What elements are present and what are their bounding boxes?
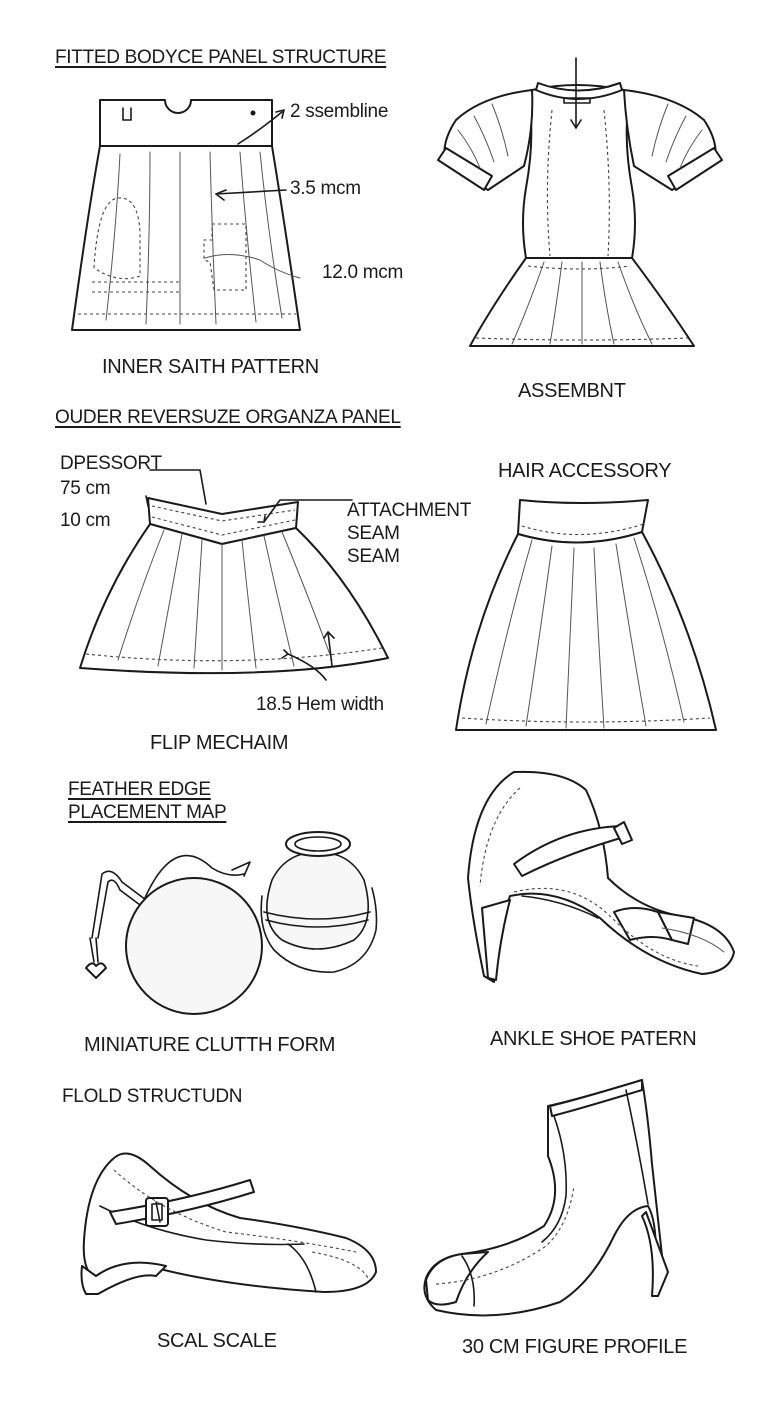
puff-sleeve-dress-drawing: [432, 58, 732, 358]
label-seam-1: SEAM: [347, 523, 400, 544]
hair-accessory-skirt-drawing: [452, 494, 724, 752]
caption-flip-mechaim: FLIP MECHAIM: [150, 732, 289, 754]
label-hem-width: 18.5 Hem width: [256, 694, 384, 715]
inner-skirt-pattern-drawing: [60, 92, 380, 342]
caption-scal-scale: SCAL SCALE: [157, 1330, 277, 1352]
label-attachment: ATTACHMENT: [347, 500, 472, 521]
heading-flold-structure: FLOLD STRUCTUDN: [62, 1086, 243, 1107]
heading-fitted-bodyce: FITTED BODYCE PANEL STRUCTURE: [55, 47, 387, 68]
label-measure-12-0: 12.0 mcm: [322, 262, 404, 283]
heading-placement-map: PLACEMENT MAP: [68, 802, 227, 823]
flat-mary-jane-shoe-drawing: [76, 1140, 388, 1320]
heading-outer-panel: OUDER REVERSUZE ORGANZA PANEL: [55, 407, 401, 428]
caption-assembnt: ASSEMBNT: [518, 380, 626, 402]
label-seam-2: SEAM: [347, 546, 400, 567]
label-75-cm: 75 cm: [60, 478, 111, 499]
heading-feather-edge: FEATHER EDGE: [68, 779, 211, 800]
ankle-boot-heel-drawing: [416, 1076, 688, 1326]
caption-figure-profile: 30 CM FIGURE PROFILE: [462, 1336, 688, 1358]
caption-miniature-clutch: MINIATURE CLUTTH FORM: [84, 1034, 336, 1056]
flip-mechanism-skirt-drawing: [70, 470, 400, 705]
label-measure-3-5: 3.5 mcm: [290, 178, 361, 199]
caption-ankle-shoe: ANKLE SHOE PATERN: [490, 1028, 697, 1050]
caption-inner-saith-pattern: INNER SAITH PATTERN: [102, 356, 319, 378]
ankle-strap-heel-drawing: [462, 768, 738, 1018]
caption-hair-accessory: HAIR ACCESSORY: [498, 460, 672, 482]
miniature-clutch-drawing: [72, 826, 392, 1026]
label-dpessort: DPESSORT: [60, 453, 162, 474]
label-10-cm: 10 cm: [60, 510, 111, 531]
label-assembline: 2 ssembline: [290, 101, 389, 122]
